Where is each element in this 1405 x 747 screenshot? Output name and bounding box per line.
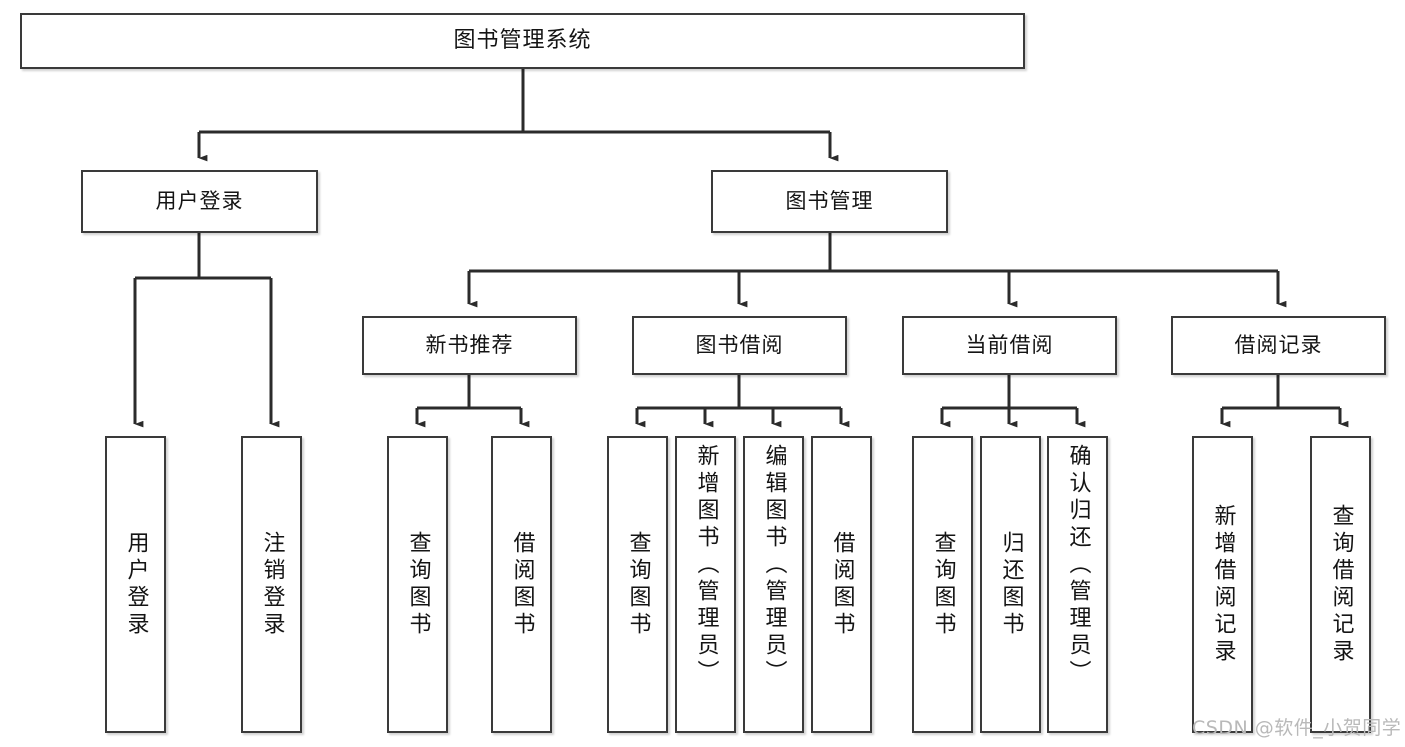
node-label: 确认归还（管理员） bbox=[1065, 444, 1091, 687]
node-label: 新增借阅记录 bbox=[1210, 503, 1236, 666]
node-label: 图书借阅 bbox=[695, 333, 784, 358]
node-label: 查询图书 bbox=[930, 530, 956, 639]
node-leaf-user-logout[interactable]: 注销登录 bbox=[241, 436, 302, 733]
node-label: 图书管理 bbox=[785, 189, 874, 214]
node-root-book-management-system[interactable]: 图书管理系统 bbox=[20, 13, 1025, 69]
node-label: 注销登录 bbox=[259, 530, 285, 639]
node-book-borrow[interactable]: 图书借阅 bbox=[632, 316, 847, 375]
node-leaf-confirm-return-admin[interactable]: 确认归还（管理员） bbox=[1047, 436, 1108, 733]
node-label: 新书推荐 bbox=[425, 333, 514, 358]
node-label: 查询图书 bbox=[405, 530, 431, 639]
node-leaf-return-book[interactable]: 归还图书 bbox=[980, 436, 1041, 733]
node-label: 借阅记录 bbox=[1234, 333, 1323, 358]
node-current-borrow[interactable]: 当前借阅 bbox=[902, 316, 1117, 375]
node-leaf-user-login[interactable]: 用户登录 bbox=[105, 436, 166, 733]
node-label: 归还图书 bbox=[998, 530, 1024, 639]
node-user-login[interactable]: 用户登录 bbox=[81, 170, 318, 233]
node-label: 图书管理系统 bbox=[453, 28, 592, 54]
node-new-book-recommend[interactable]: 新书推荐 bbox=[362, 316, 577, 375]
node-label: 当前借阅 bbox=[965, 333, 1054, 358]
node-label: 用户登录 bbox=[123, 530, 149, 639]
node-label: 查询图书 bbox=[625, 530, 651, 639]
node-leaf-query-book-recommend[interactable]: 查询图书 bbox=[387, 436, 448, 733]
node-borrow-record[interactable]: 借阅记录 bbox=[1171, 316, 1386, 375]
node-leaf-query-book-borrow[interactable]: 查询图书 bbox=[607, 436, 668, 733]
node-label: 用户登录 bbox=[155, 189, 244, 214]
node-leaf-borrow-book-recommend[interactable]: 借阅图书 bbox=[491, 436, 552, 733]
node-book-management[interactable]: 图书管理 bbox=[711, 170, 948, 233]
node-leaf-edit-book-admin[interactable]: 编辑图书（管理员） bbox=[743, 436, 804, 733]
node-leaf-add-book-admin[interactable]: 新增图书（管理员） bbox=[675, 436, 736, 733]
node-leaf-borrow-book[interactable]: 借阅图书 bbox=[811, 436, 872, 733]
node-label: 编辑图书（管理员） bbox=[761, 444, 787, 687]
node-label: 新增图书（管理员） bbox=[693, 444, 719, 687]
node-label: 查询借阅记录 bbox=[1328, 503, 1354, 666]
node-label: 借阅图书 bbox=[829, 530, 855, 639]
node-leaf-add-borrow-record[interactable]: 新增借阅记录 bbox=[1192, 436, 1253, 733]
csdn-watermark: CSDN @软件_小贺同学 bbox=[1192, 717, 1402, 739]
node-leaf-query-book-current[interactable]: 查询图书 bbox=[912, 436, 973, 733]
node-label: 借阅图书 bbox=[509, 530, 535, 639]
node-leaf-query-borrow-record[interactable]: 查询借阅记录 bbox=[1310, 436, 1371, 733]
